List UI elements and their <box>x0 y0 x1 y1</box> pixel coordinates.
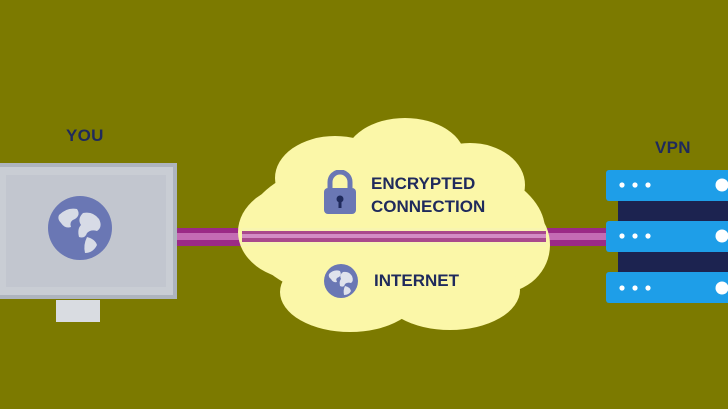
you-label: YOU <box>66 126 104 145</box>
computer-monitor <box>0 163 177 299</box>
internet-globe-icon <box>324 264 358 298</box>
encrypted-line-2: CONNECTION <box>371 197 486 216</box>
encrypted-line-1: ENCRYPTED <box>371 174 476 193</box>
monitor-stand <box>56 300 100 322</box>
internet-label: INTERNET <box>374 271 459 290</box>
lock-icon <box>324 170 356 214</box>
encrypted-connection-label: ENCRYPTED CONNECTION <box>371 172 485 218</box>
vpn-label: VPN <box>655 138 691 157</box>
monitor-screen <box>6 175 166 287</box>
globe-icon <box>48 196 112 260</box>
